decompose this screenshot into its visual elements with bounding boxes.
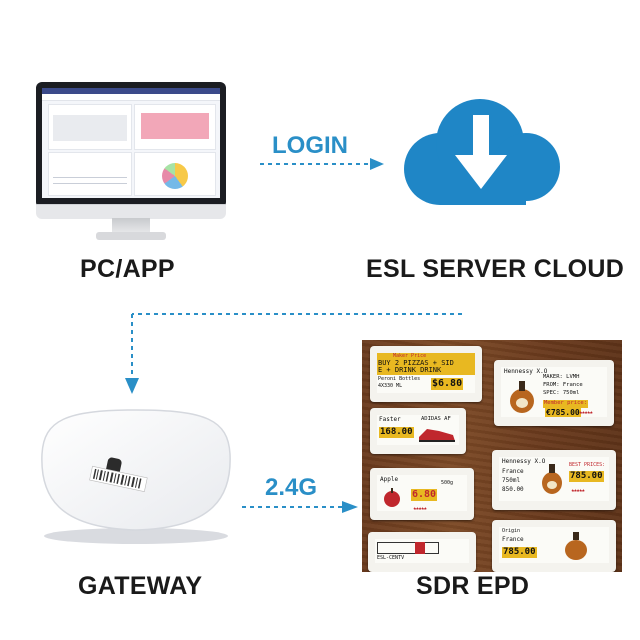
tag-price: 6.80 xyxy=(411,489,438,501)
tag-origin-label: Origin xyxy=(502,528,521,534)
wireless-arrow xyxy=(242,501,358,513)
tag-promo-line-1: BUY 2 PIZZAS + SID xyxy=(378,359,454,367)
esl-tag-hennessy-3: Origin France 785.00 xyxy=(492,520,616,572)
tag-title: Hennessy X.O xyxy=(502,458,546,465)
tag-header: Maker Price xyxy=(393,353,427,359)
bottle-icon xyxy=(542,464,562,494)
tag-member-label: Member price: xyxy=(543,400,589,408)
tag-size: 4X330 ML xyxy=(378,383,403,389)
epd-shelf-photo: Maker Price BUY 2 PIZZAS + SID E + DRINK… xyxy=(362,340,622,572)
tag-origin: FROM: France xyxy=(543,382,583,388)
wireless-gateway-icon xyxy=(41,409,231,544)
tag-product: Peroni Bottles xyxy=(378,376,421,382)
tag-best-label: BEST PRICES: xyxy=(569,462,606,468)
dashboard-screenshot xyxy=(42,88,220,198)
tag-weight: 500g xyxy=(441,480,454,486)
login-label: LOGIN xyxy=(272,132,348,159)
tag-origin: France xyxy=(502,468,524,475)
tag-spec: SPEC: 750ml xyxy=(543,390,580,396)
bottle-icon xyxy=(565,532,587,560)
sdr-epd-label: SDR EPD xyxy=(416,572,530,600)
tag-price: $6.80 xyxy=(431,378,464,390)
esl-tag-hennessy-2: Hennessy X.O France 750ml 850.00 BEST PR… xyxy=(492,450,616,510)
esl-tag-hennessy-1: Hennessy X.O MAKER: LVMH FROM: France SP… xyxy=(494,360,614,426)
esl-server-cloud-label: ESL SERVER CLOUD xyxy=(366,255,625,283)
apple-icon xyxy=(384,488,400,507)
login-arrow xyxy=(260,158,384,170)
shoe-icon xyxy=(419,429,455,442)
wireless-label: 2.4G xyxy=(265,474,318,501)
bottle-icon xyxy=(510,381,534,413)
esl-tag-misc: ESL-CENTV xyxy=(368,532,476,572)
cloud-download-icon xyxy=(404,99,560,205)
tag-name: Faster xyxy=(379,416,401,423)
tag-price: 785.00 xyxy=(569,471,604,482)
tag-price: 168.00 xyxy=(379,427,414,438)
tag-name: Apple xyxy=(380,476,399,483)
tag-code: ESL-CENTV xyxy=(377,555,405,561)
cloud-to-gateway-arrow xyxy=(125,313,462,394)
tag-title: Hennessy X.O xyxy=(504,368,548,375)
tag-old-price: 850.00 xyxy=(502,486,524,493)
tag-promo-line-2: E + DRINK DRINK xyxy=(378,366,442,374)
tag-size: 750ml xyxy=(502,477,521,484)
tag-price: 785.00 xyxy=(502,547,537,558)
tag-country: France xyxy=(502,536,524,543)
tag-price: €785.00 xyxy=(545,408,581,417)
esl-tag-pizza: Maker Price BUY 2 PIZZAS + SID E + DRINK… xyxy=(370,346,482,402)
tag-brand: ADIDAS AF xyxy=(421,416,451,422)
tag-maker: MAKER: LVMH xyxy=(543,374,580,380)
esl-tag-apple: Apple 500g 6.80 ★★★★★ xyxy=(370,468,474,520)
pc-app-label: PC/APP xyxy=(80,255,175,283)
esl-tag-shoes: Faster ADIDAS AF 168.00 xyxy=(370,408,466,454)
gateway-label: GATEWAY xyxy=(78,572,203,600)
